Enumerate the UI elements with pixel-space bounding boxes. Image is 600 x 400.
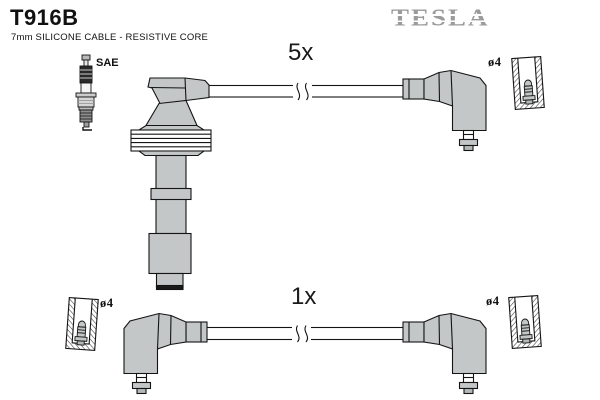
- top-set-quantity-label: 5x: [288, 39, 314, 66]
- bottom-set-quantity-label: 1x: [291, 283, 317, 310]
- page-title: T916B: [10, 5, 79, 30]
- ignition-cable-top: [197, 82, 406, 101]
- product-description: 7mm SILICONE CABLE - RESISTIVE CORE: [11, 32, 209, 43]
- coil-boot-drawing: [130, 77, 212, 291]
- terminal-sleeve-top-right: [511, 56, 545, 110]
- angle-boot-top-right: [402, 69, 487, 152]
- terminal-sleeve-bottom-left: [65, 297, 99, 351]
- cable-break-marks-bottom: [292, 325, 311, 343]
- brand-logo: TESLA: [391, 4, 490, 31]
- diameter-label-bottom-left: ø4: [100, 296, 114, 310]
- spark-plug-icon: [75, 54, 97, 131]
- angle-boot-bottom-left: [123, 312, 208, 395]
- terminal-sleeve-bottom-right: [508, 295, 542, 349]
- angle-boot-bottom-right: [402, 312, 487, 395]
- cable-break-marks-top: [293, 82, 312, 101]
- diameter-label-bottom-right: ø4: [486, 294, 500, 308]
- sae-standard-label: SAE: [96, 57, 119, 69]
- ignition-cable-bottom: [204, 325, 406, 343]
- diameter-label-top-right: ø4: [488, 55, 502, 69]
